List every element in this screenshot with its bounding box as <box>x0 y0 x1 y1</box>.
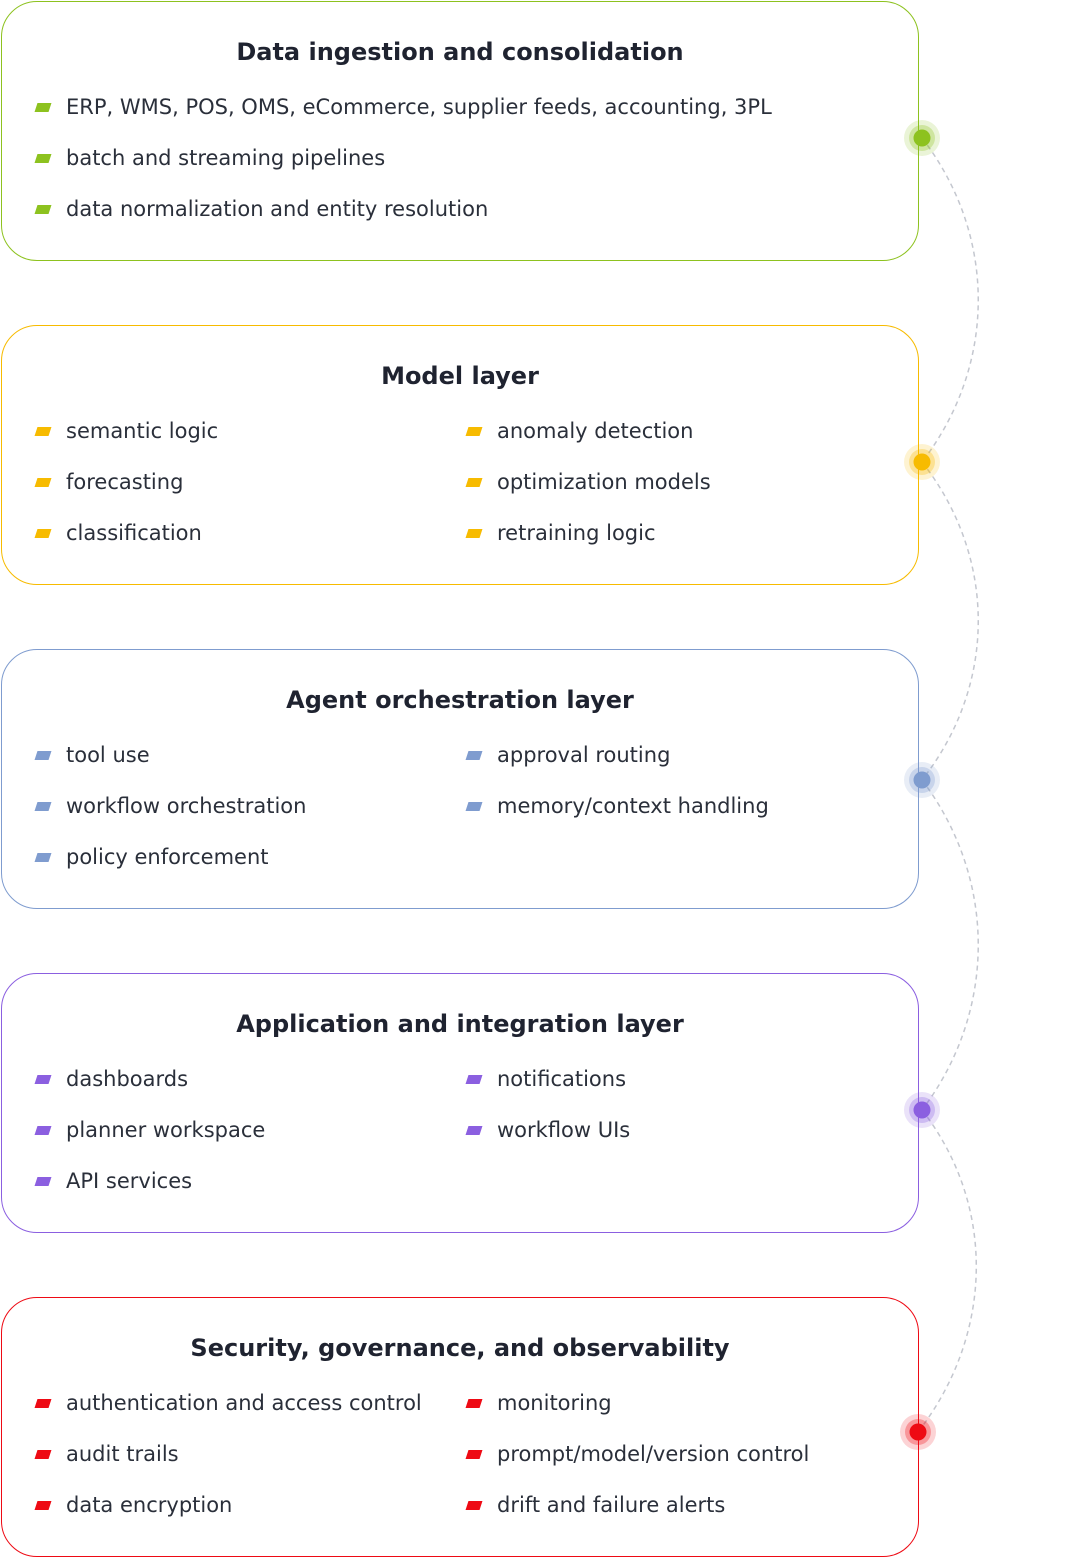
layer-item-label: workflow orchestration <box>66 794 307 818</box>
connector-segment <box>921 461 979 781</box>
layer-item: retraining logic <box>465 518 656 548</box>
layer-item-label: workflow UIs <box>497 1118 631 1142</box>
layer-item: batch and streaming pipelines <box>34 143 386 173</box>
layer-item-label: optimization models <box>497 470 711 494</box>
layer-item: data encryption <box>34 1490 233 1520</box>
layer-item-label: dashboards <box>66 1067 189 1091</box>
layer-item-label: planner workspace <box>66 1118 266 1142</box>
layer-item-label: policy enforcement <box>66 845 269 869</box>
layer-item: dashboards <box>34 1064 189 1094</box>
layer-item: optimization models <box>465 467 711 497</box>
layer-item-label: approval routing <box>497 743 671 767</box>
layer-item-label: retraining logic <box>497 521 656 545</box>
layer-item: ERP, WMS, POS, OMS, eCommerce, supplier … <box>34 92 772 122</box>
connector-segment <box>921 137 979 463</box>
layer-item: workflow UIs <box>465 1115 631 1145</box>
layer-item: API services <box>34 1166 193 1196</box>
layer-item: prompt/model/version control <box>465 1439 810 1469</box>
layer-item: authentication and access control <box>34 1388 422 1418</box>
connector-segment <box>921 779 979 1111</box>
layer-item-label: audit trails <box>66 1442 179 1466</box>
layer-item: classification <box>34 518 202 548</box>
layer-card-5: Security, governance, and observability a… <box>1 1297 919 1557</box>
layer-item: forecasting <box>34 467 184 497</box>
layer-item-label: ERP, WMS, POS, OMS, eCommerce, supplier … <box>66 95 772 119</box>
layer-card-3: Agent orchestration layer tool use approva… <box>1 649 919 909</box>
layer-item-label: monitoring <box>497 1391 612 1415</box>
layer-title: Model layer <box>381 362 539 390</box>
layer-item: policy enforcement <box>34 842 269 872</box>
layer-node-dot-icon <box>904 762 940 798</box>
layer-node-dot-icon <box>904 1092 940 1128</box>
layer-title: Security, governance, and observability <box>190 1334 730 1362</box>
layer-item-label: notifications <box>497 1067 627 1091</box>
layer-item-label: forecasting <box>66 470 184 494</box>
layer-title: Data ingestion and consolidation <box>236 38 684 66</box>
layer-item-label: memory/context handling <box>497 794 769 818</box>
layer-title: Application and integration layer <box>236 1010 684 1038</box>
layer-item-label: authentication and access control <box>66 1391 422 1415</box>
layer-item: drift and failure alerts <box>465 1490 726 1520</box>
layer-node-dot-icon <box>904 120 940 156</box>
layer-item-label: drift and failure alerts <box>497 1493 726 1517</box>
layer-item-label: anomaly detection <box>497 419 694 443</box>
layer-card-4: Application and integration layer dashboa… <box>1 973 919 1233</box>
layer-item-label: tool use <box>66 743 150 767</box>
layer-card-2: Model layer semantic logic anomaly detecti… <box>1 325 919 585</box>
layer-item-label: data encryption <box>66 1493 233 1517</box>
layer-item: approval routing <box>465 740 671 770</box>
layer-item: audit trails <box>34 1439 179 1469</box>
layer-item-label: API services <box>66 1169 193 1193</box>
layer-item-label: semantic logic <box>66 419 219 443</box>
layer-node-dot-icon <box>900 1414 936 1450</box>
layer-item: planner workspace <box>34 1115 266 1145</box>
layer-item: anomaly detection <box>465 416 694 446</box>
layer-item-label: prompt/model/version control <box>497 1442 810 1466</box>
layer-item: memory/context handling <box>465 791 769 821</box>
connector-segment <box>917 1109 977 1433</box>
layer-node-dot-icon <box>904 444 940 480</box>
layer-item: tool use <box>34 740 150 770</box>
layer-item: notifications <box>465 1064 627 1094</box>
layer-item: monitoring <box>465 1388 612 1418</box>
layer-title: Agent orchestration layer <box>286 686 634 714</box>
layer-item: workflow orchestration <box>34 791 307 821</box>
layer-item-label: data normalization and entity resolution <box>66 197 489 221</box>
layer-item-label: classification <box>66 521 202 545</box>
layer-item: data normalization and entity resolution <box>34 194 489 224</box>
layer-item-label: batch and streaming pipelines <box>66 146 386 170</box>
layer-item: semantic logic <box>34 416 219 446</box>
